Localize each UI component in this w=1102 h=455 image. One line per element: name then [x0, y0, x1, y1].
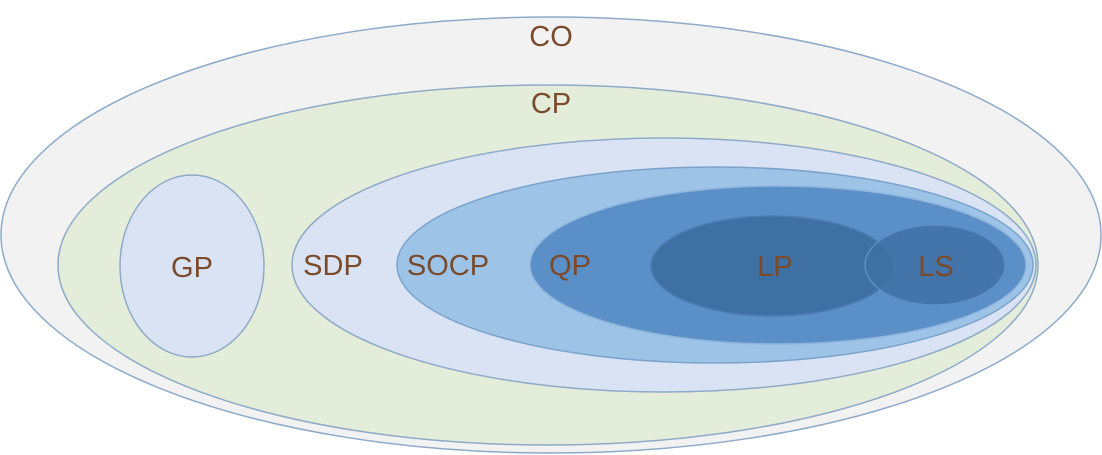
cp-label: CP: [531, 88, 571, 120]
gp-region: [119, 174, 265, 358]
ls-label: LS: [918, 251, 953, 283]
socp-label: SOCP: [407, 250, 489, 282]
qp-label: QP: [549, 250, 591, 282]
lp-label: LP: [757, 251, 792, 283]
sdp-label: SDP: [303, 250, 363, 282]
co-label: CO: [529, 21, 573, 53]
gp-label: GP: [171, 252, 213, 284]
ls-region: [864, 224, 1006, 306]
